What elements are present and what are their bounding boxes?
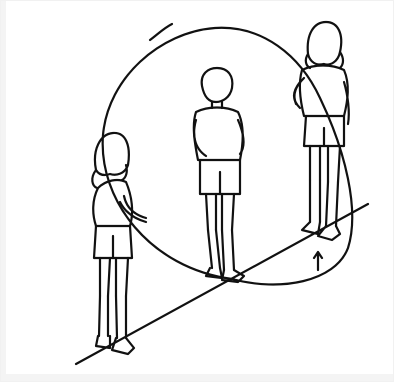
rope-flick bbox=[150, 24, 172, 40]
left-child bbox=[92, 133, 146, 354]
right-child-head bbox=[308, 22, 342, 65]
left-child-head bbox=[95, 133, 129, 175]
rope-direction-arrow bbox=[314, 252, 322, 270]
right-child bbox=[294, 22, 349, 240]
center-child-head bbox=[202, 68, 233, 102]
center-child bbox=[194, 68, 244, 282]
